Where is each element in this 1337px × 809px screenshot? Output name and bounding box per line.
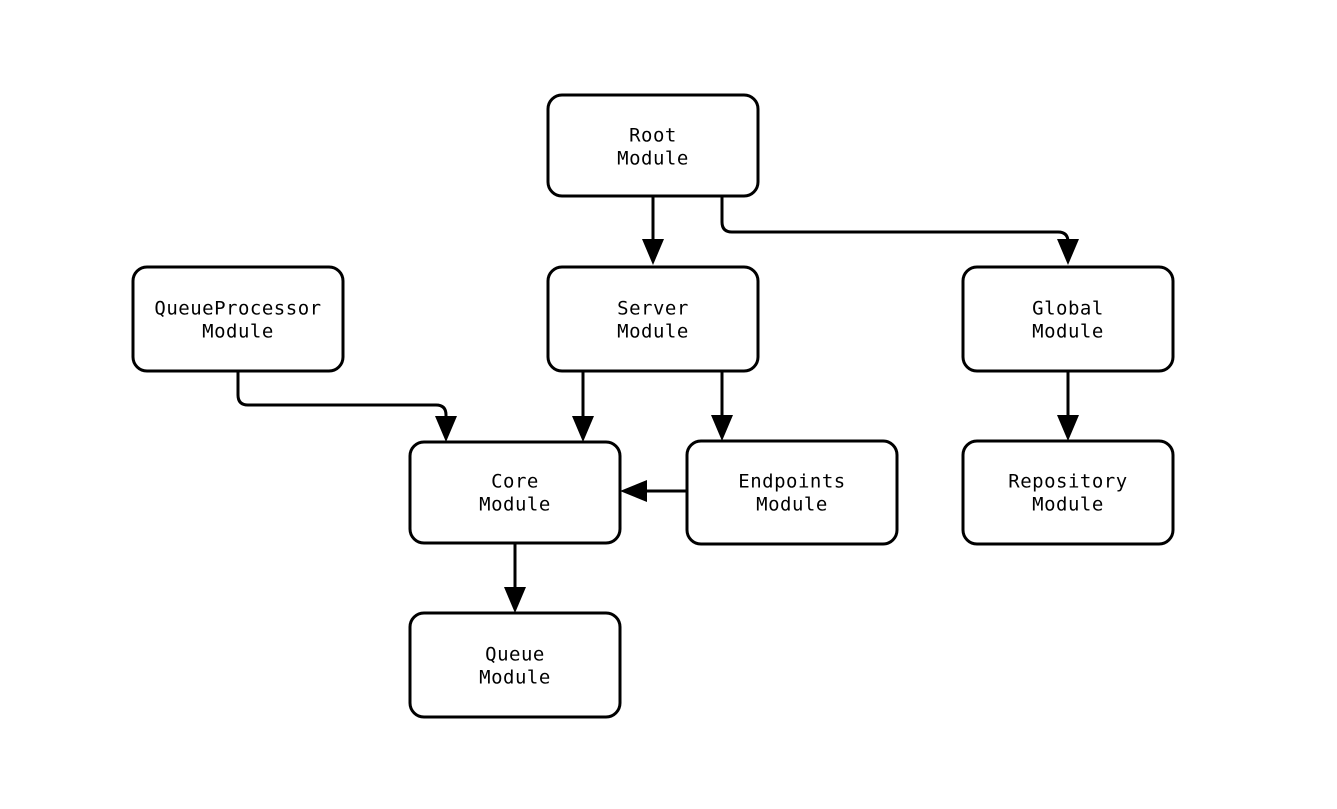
node-root-module[interactable]: Root Module — [546, 93, 760, 198]
node-server-module-box[interactable] — [546, 265, 760, 373]
edge-global-to-repository — [1057, 371, 1079, 441]
edge-server-to-endpoints-arrowhead — [711, 415, 733, 441]
node-queueprocessor-module-label-line2: Module — [202, 321, 274, 343]
node-queueprocessor-module-box[interactable] — [131, 265, 345, 373]
node-queueprocessor-module-label-line1: QueueProcessor — [154, 298, 321, 320]
edge-endpoints-to-core — [620, 480, 687, 502]
edge-server-to-core — [572, 371, 594, 442]
node-queueprocessor-module[interactable]: QueueProcessor Module — [131, 265, 345, 373]
node-repository-module-box[interactable] — [961, 439, 1175, 546]
node-queue-module-label-line2: Module — [479, 667, 551, 689]
node-repository-module-label-line2: Module — [1032, 494, 1104, 516]
edge-root-to-server-arrowhead — [642, 239, 664, 265]
edge-queueprocessor-to-core-line — [236, 371, 448, 422]
node-global-module[interactable]: Global Module — [961, 265, 1175, 373]
node-endpoints-module-box[interactable] — [685, 439, 899, 546]
node-root-module-label-line1: Root — [629, 125, 677, 147]
node-queue-module[interactable]: Queue Module — [408, 611, 622, 719]
edge-root-to-server — [642, 196, 664, 265]
edge-core-to-queue — [504, 543, 526, 613]
edge-root-to-global-line — [720, 196, 1070, 245]
edge-root-to-global-arrowhead — [1057, 239, 1079, 265]
node-server-module-label-line2: Module — [617, 321, 689, 343]
node-global-module-label-line1: Global — [1032, 298, 1104, 320]
node-endpoints-module-label-line2: Module — [756, 494, 828, 516]
node-global-module-box[interactable] — [961, 265, 1175, 373]
edge-queueprocessor-to-core — [236, 371, 457, 442]
node-core-module[interactable]: Core Module — [408, 440, 622, 545]
edge-server-to-core-arrowhead — [572, 416, 594, 442]
node-server-module-label-line1: Server — [617, 298, 689, 320]
node-core-module-label-line1: Core — [491, 471, 539, 493]
node-root-module-label-line2: Module — [617, 148, 689, 170]
node-endpoints-module[interactable]: Endpoints Module — [685, 439, 899, 546]
edge-endpoints-to-core-arrowhead — [620, 480, 647, 502]
node-core-module-label-line2: Module — [479, 494, 551, 516]
edge-core-to-queue-arrowhead — [504, 587, 526, 613]
node-server-module[interactable]: Server Module — [546, 265, 760, 373]
node-core-module-box[interactable] — [408, 440, 622, 545]
edge-global-to-repository-arrowhead — [1057, 415, 1079, 441]
node-queue-module-box[interactable] — [408, 611, 622, 719]
node-repository-module-label-line1: Repository — [1008, 471, 1127, 493]
edge-queueprocessor-to-core-arrowhead — [435, 416, 457, 442]
edge-server-to-endpoints — [711, 371, 733, 441]
node-root-module-box[interactable] — [546, 93, 760, 198]
node-repository-module[interactable]: Repository Module — [961, 439, 1175, 546]
node-global-module-label-line2: Module — [1032, 321, 1104, 343]
node-queue-module-label-line1: Queue — [485, 644, 545, 666]
node-endpoints-module-label-line1: Endpoints — [738, 471, 845, 493]
edge-root-to-global — [720, 196, 1079, 265]
